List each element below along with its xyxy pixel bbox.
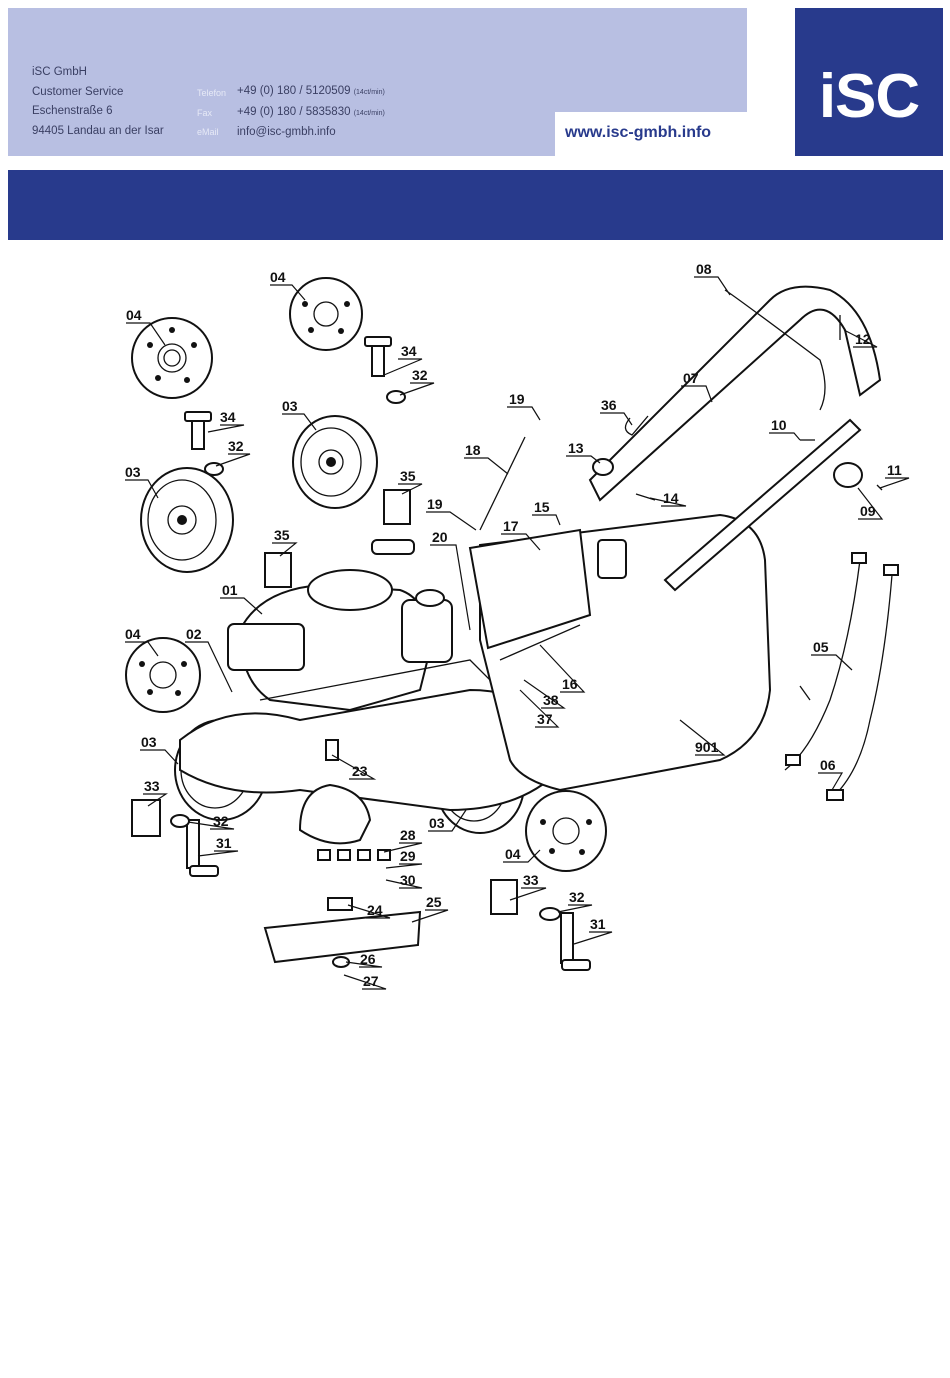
fax-line: +49 (0) 180 / 5835830 (14ct/min) <box>237 103 385 124</box>
part-label: 20 <box>432 529 448 545</box>
part-label: 13 <box>568 440 584 456</box>
engine-part <box>227 539 453 712</box>
part-label: 24 <box>367 902 383 918</box>
grass-catcher-part <box>468 513 772 792</box>
part-label: 15 <box>534 499 550 515</box>
part-label: 26 <box>360 951 376 967</box>
leader-lines <box>125 276 910 990</box>
phone-value: +49 (0) 180 / 5120509 <box>237 85 351 97</box>
part-label: 03 <box>125 464 141 480</box>
part-label: 33 <box>523 872 539 888</box>
part-label: 31 <box>590 916 606 932</box>
part-label: 19 <box>509 391 525 407</box>
company-street: Eschenstraße 6 <box>32 105 113 117</box>
hubcap-part <box>289 277 363 351</box>
isc-logo: iSC <box>795 8 943 156</box>
part-label: 07 <box>683 370 699 386</box>
part-label: 32 <box>569 889 585 905</box>
part-label: 19 <box>427 496 443 512</box>
website-box <box>555 112 747 156</box>
axle-bolt-part <box>184 336 591 971</box>
part-label: 18 <box>465 442 481 458</box>
part-label: 27 <box>363 973 379 989</box>
part-label: 38 <box>543 692 559 708</box>
part-label: 30 <box>400 872 416 888</box>
part-label: 16 <box>562 676 578 692</box>
part-label: 02 <box>186 626 202 642</box>
company-name: iSC GmbH <box>32 66 87 78</box>
email-label: eMail <box>197 127 219 137</box>
wheel-part <box>292 415 378 509</box>
phone-line: +49 (0) 180 / 5120509 (14ct/min) <box>237 82 385 103</box>
company-address: iSC GmbH Customer Service Eschenstraße 6… <box>32 63 164 141</box>
fax-label: Fax <box>197 107 213 118</box>
hubcap-part <box>525 790 607 872</box>
contact-labels: Telefon Fax eMail <box>197 84 226 143</box>
contact-values: +49 (0) 180 / 5120509 (14ct/min) +49 (0)… <box>237 82 385 143</box>
wheel-part <box>140 467 234 573</box>
part-label: 04 <box>126 307 142 323</box>
part-label: 901 <box>695 739 719 755</box>
cable-part <box>784 552 899 801</box>
part-label: 34 <box>401 343 417 359</box>
logo-text: iSC <box>818 62 920 131</box>
part-label: 04 <box>505 846 521 862</box>
part-label: 04 <box>125 626 141 642</box>
part-label: 11 <box>887 462 902 478</box>
hubcap-part <box>131 317 213 399</box>
part-label: 08 <box>696 261 712 277</box>
exploded-parts-diagram: 04 04 34 32 34 32 03 03 35 35 01 02 04 0… <box>125 261 910 990</box>
part-label: 32 <box>228 438 244 454</box>
part-label: 32 <box>213 813 229 829</box>
title-bar <box>8 170 943 240</box>
part-label: 03 <box>429 815 445 831</box>
part-label: 01 <box>222 582 238 598</box>
part-label: 10 <box>771 417 787 433</box>
small-parts <box>479 315 883 701</box>
height-adjuster-part <box>131 489 518 915</box>
part-label: 36 <box>601 397 617 413</box>
fax-value: +49 (0) 180 / 5835830 <box>237 105 351 118</box>
email-value[interactable]: info@isc-gmbh.info <box>237 126 336 138</box>
part-label: 37 <box>537 711 553 727</box>
phone-rate: (14ct/min) <box>353 89 385 96</box>
part-label: 04 <box>270 269 286 285</box>
part-label: 05 <box>813 639 829 655</box>
company-city: 94405 Landau an der Isar <box>32 124 164 137</box>
part-label: 12 <box>855 331 871 347</box>
diagram-drawing <box>125 277 899 971</box>
washer-part <box>170 390 561 921</box>
hubcap-part <box>125 637 201 713</box>
part-label: 17 <box>503 518 519 534</box>
part-label: 34 <box>220 409 236 425</box>
company-department: Customer Service <box>32 85 124 98</box>
part-number-labels: 04 04 34 32 34 32 03 03 35 35 01 02 04 0… <box>125 261 902 989</box>
handle-part <box>588 285 882 592</box>
part-label: 29 <box>400 848 416 864</box>
part-label: 35 <box>400 468 416 484</box>
part-label: 33 <box>144 778 160 794</box>
part-label: 03 <box>282 398 298 414</box>
part-label: 28 <box>400 827 416 843</box>
part-label: 09 <box>860 503 876 519</box>
fax-rate: (14ct/min) <box>353 109 385 117</box>
part-label: 23 <box>352 763 368 779</box>
part-label: 03 <box>141 734 157 750</box>
phone-label: Telefon <box>197 88 227 98</box>
part-label: 25 <box>426 894 442 910</box>
blade-part <box>263 849 422 968</box>
part-label: 31 <box>216 835 232 851</box>
part-label: 14 <box>663 490 679 506</box>
website-link[interactable]: www.isc-gmbh.info <box>565 124 712 141</box>
part-label: 35 <box>274 527 290 543</box>
impeller-part <box>298 739 372 845</box>
part-label: 32 <box>412 367 428 383</box>
part-label: 06 <box>820 757 836 773</box>
